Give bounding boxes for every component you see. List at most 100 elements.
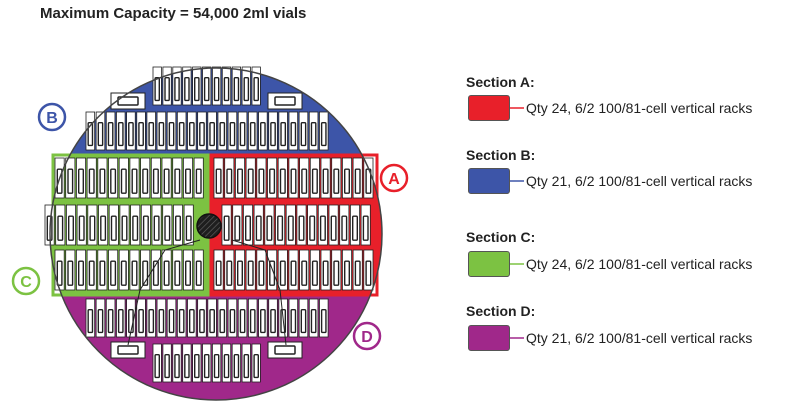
vial-rack-slot: [209, 121, 215, 147]
vial-rack-slot: [142, 168, 149, 194]
vial-rack-slot: [311, 260, 318, 286]
vial-rack-slot: [203, 76, 210, 102]
vial-rack-slot: [138, 121, 144, 147]
vial-rack: [221, 66, 232, 106]
vial-rack-slot: [236, 168, 243, 194]
vial-rack-slot: [174, 260, 181, 286]
vial-rack-slot: [341, 215, 348, 241]
vial-rack: [341, 157, 352, 199]
vial-rack-slot: [226, 260, 233, 286]
vial-rack-slot: [290, 168, 297, 194]
vial-rack-slot: [247, 168, 254, 194]
vial-rack-slot: [309, 215, 316, 241]
vial-rack: [152, 343, 162, 383]
section-b-swatch: [468, 168, 510, 194]
vial-rack: [182, 249, 193, 291]
vial-rack-slot: [320, 121, 327, 147]
vial-rack: [256, 249, 267, 291]
vial-rack: [285, 204, 296, 246]
vial-rack-slot: [174, 76, 180, 102]
vial-rack-slot: [163, 168, 170, 194]
section-c-swatch: [468, 251, 510, 277]
vial-rack: [166, 298, 177, 338]
vial-rack-slot: [253, 76, 260, 102]
handle-plate: [117, 96, 139, 106]
vial-rack: [245, 157, 256, 199]
vial-rack: [192, 66, 202, 106]
vial-rack-slot: [269, 168, 276, 194]
vial-rack: [85, 111, 96, 151]
vial-rack-slot: [131, 168, 138, 194]
vial-rack-slot: [154, 353, 161, 379]
section-b-heading: Section B:: [466, 147, 536, 163]
vial-rack: [161, 249, 172, 291]
vial-rack: [268, 111, 278, 151]
vial-rack-slot: [354, 260, 361, 286]
vial-rack-slot: [188, 121, 195, 147]
vial-rack-slot: [131, 260, 138, 286]
vial-rack-slot: [287, 215, 294, 241]
vial-rack: [172, 343, 182, 383]
vial-rack-slot: [352, 215, 359, 241]
lift-wires: [127, 239, 287, 346]
vial-rack-slot: [290, 121, 297, 147]
vial-rack: [339, 204, 350, 246]
section-a-description: Qty 24, 6/2 100/81-cell vertical racks: [526, 100, 753, 116]
vial-rack-slot: [185, 215, 192, 241]
vial-rack: [162, 204, 173, 246]
vial-rack: [152, 66, 162, 106]
vial-rack: [55, 204, 66, 246]
vial-rack-slot: [153, 215, 160, 241]
section-c-marker: C: [11, 266, 41, 296]
vial-rack: [98, 204, 109, 246]
vial-rack: [234, 249, 245, 291]
vial-rack-slot: [164, 353, 170, 379]
vial-rack: [298, 111, 309, 151]
vial-rack: [264, 204, 275, 246]
vial-rack-slot: [117, 121, 124, 147]
vial-rack: [105, 111, 116, 151]
vial-rack: [288, 249, 299, 291]
vial-rack-slot: [223, 215, 230, 241]
section-a-swatch: [468, 95, 510, 121]
section-b-description: Qty 21, 6/2 100/81-cell vertical racks: [526, 173, 753, 189]
section-b-marker: B: [37, 102, 67, 132]
vial-rack: [129, 249, 140, 291]
vial-rack: [108, 249, 119, 291]
vial-rack-slot: [279, 168, 286, 194]
vial-rack-slot: [330, 215, 337, 241]
vial-rack-slot: [132, 215, 139, 241]
section-d-description: Qty 21, 6/2 100/81-cell vertical racks: [526, 330, 753, 346]
vial-rack-slot: [249, 308, 256, 334]
vial-rack: [319, 111, 329, 151]
vial-rack-slot: [89, 215, 96, 241]
handle-plate: [117, 345, 139, 355]
vial-rack: [320, 249, 331, 291]
vial-rack-slot: [290, 308, 297, 334]
vial-rack: [328, 204, 339, 246]
vial-rack: [217, 111, 227, 151]
vial-rack-slot: [354, 168, 361, 194]
vial-rack: [172, 157, 183, 199]
vial-rack: [242, 204, 253, 246]
vial-rack-slot: [319, 215, 326, 241]
vial-rack-slot: [120, 260, 127, 286]
vial-rack: [116, 298, 126, 338]
vial-rack: [352, 157, 363, 199]
vial-rack-slot: [298, 215, 305, 241]
vial-rack-slot: [188, 308, 195, 334]
vial-rack: [136, 111, 146, 151]
vial-rack-slot: [362, 215, 369, 241]
section-d-heading: Section D:: [466, 303, 536, 319]
vial-rack: [162, 343, 172, 383]
vial-rack-slot: [301, 260, 308, 286]
section-c-description: Qty 24, 6/2 100/81-cell vertical racks: [526, 256, 753, 272]
vial-rack-slot: [322, 168, 329, 194]
vial-rack: [172, 66, 182, 106]
vial-rack: [278, 111, 288, 151]
section-a-heading: Section A:: [466, 74, 535, 90]
vial-rack: [126, 298, 136, 338]
vial-rack-slot: [199, 121, 205, 147]
vial-rack: [182, 66, 192, 106]
vial-rack-slot: [215, 168, 222, 194]
